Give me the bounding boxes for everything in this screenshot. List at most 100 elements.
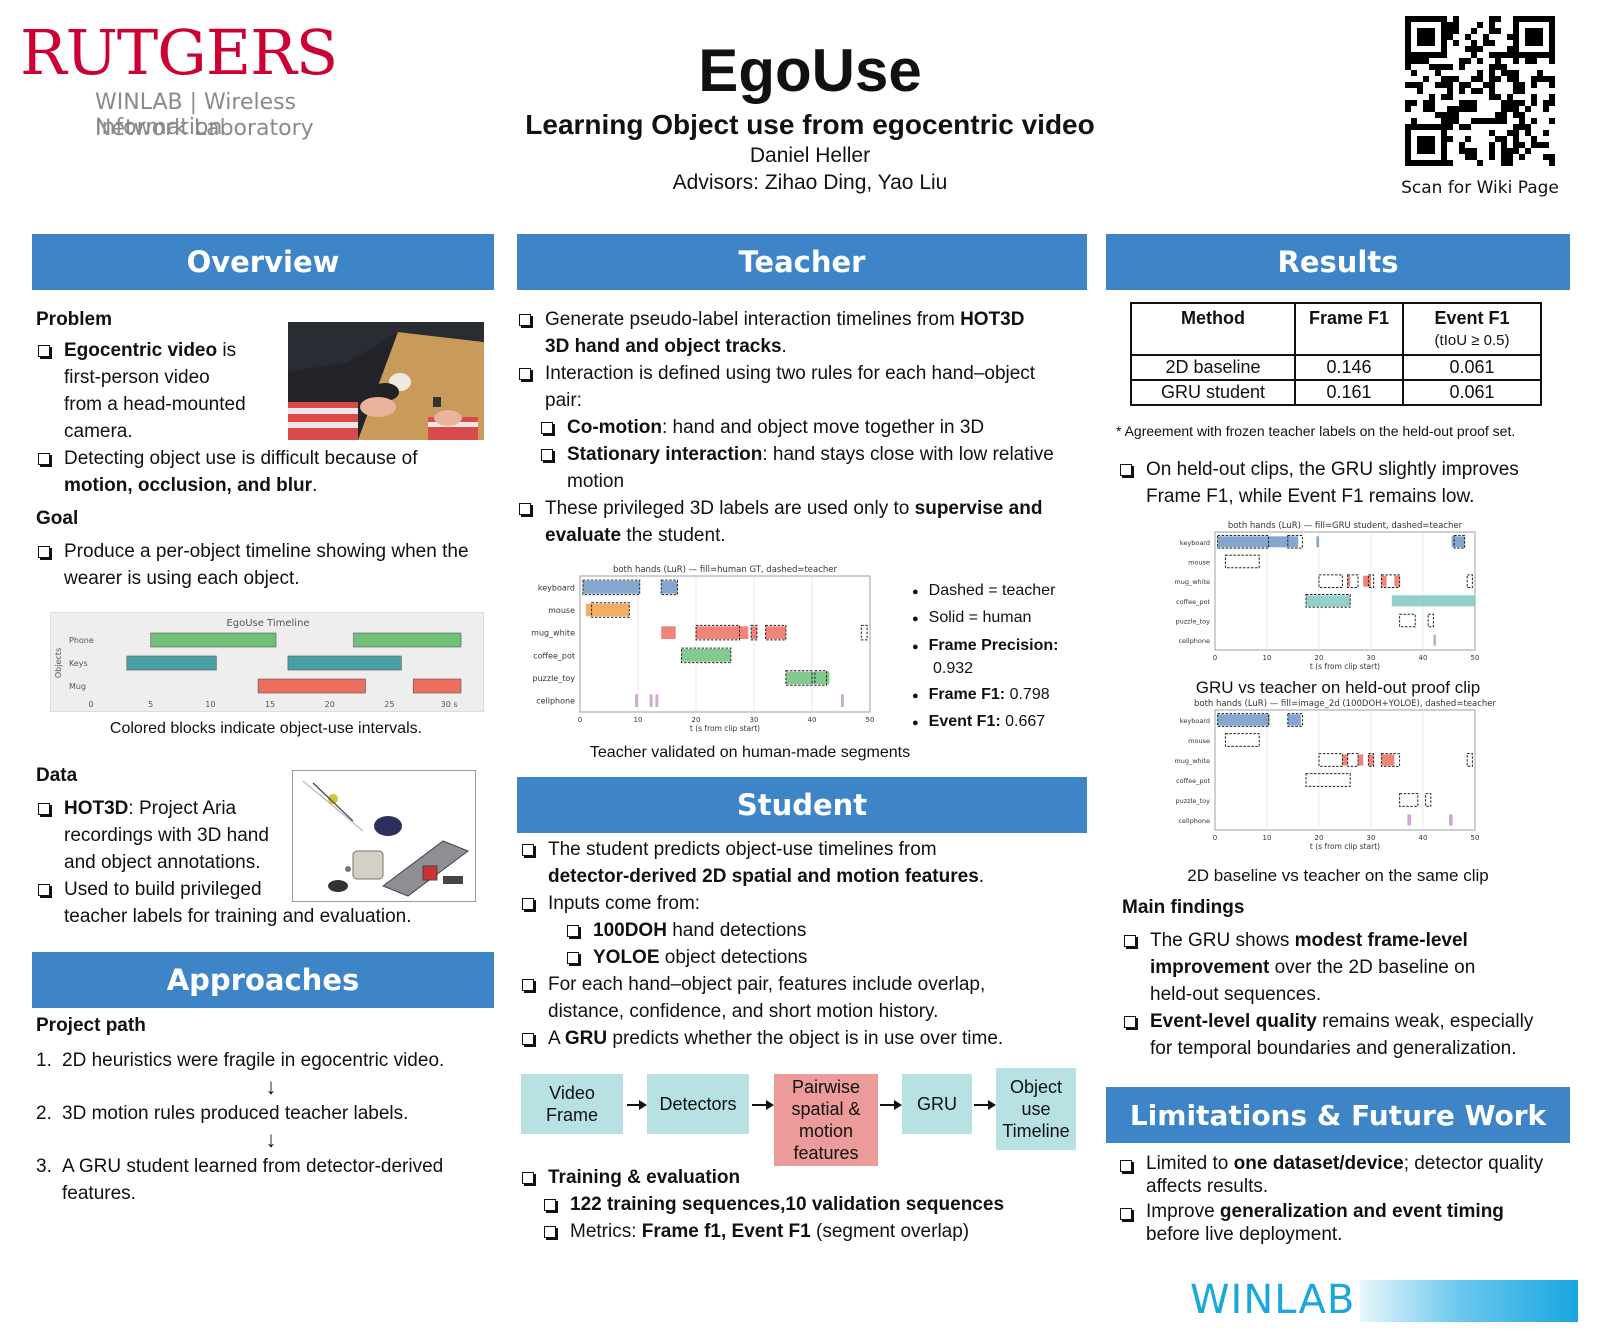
qr-module xyxy=(1489,52,1495,58)
chart-row-label: keyboard xyxy=(1180,717,1210,725)
chart-xtick: 20 xyxy=(1315,654,1324,662)
qr-module xyxy=(1513,112,1519,118)
data-bullet-1: HOT3D: Project Aria recordings with 3D h… xyxy=(36,795,496,876)
chart-xtick: 20 xyxy=(692,716,701,724)
qr-module xyxy=(1489,142,1495,148)
timeline-xtick: 0 xyxy=(88,700,93,709)
qr-module xyxy=(1543,76,1549,82)
chart-fill-segment xyxy=(1217,714,1270,726)
qr-module xyxy=(1405,64,1411,70)
timeline-interval xyxy=(257,678,366,694)
qr-module xyxy=(1459,82,1465,88)
qr-module xyxy=(1489,16,1495,22)
chart-dashed-segment xyxy=(1287,535,1303,549)
qr-module xyxy=(1441,82,1447,88)
qr-module xyxy=(1519,118,1525,124)
qr-module xyxy=(1531,58,1537,64)
student-content: The student predicts object-use timeline… xyxy=(520,836,1090,1052)
gru-vs-teacher-chart: both hands (LuR) — fill=GRU student, das… xyxy=(1174,521,1490,677)
qr-module xyxy=(1465,148,1471,154)
chart-xtick: 30 xyxy=(1367,834,1376,842)
findings-content: Main findings The GRU shows modest frame… xyxy=(1122,894,1582,1062)
qr-module xyxy=(1465,34,1471,40)
qr-module xyxy=(1507,100,1513,106)
legend-solid: ●Solid = human xyxy=(912,609,1032,626)
chart-fill-segment xyxy=(585,603,630,617)
qr-module xyxy=(1549,94,1555,100)
chart-row-label: puzzle_toy xyxy=(1176,618,1211,626)
chart-dashed-segment xyxy=(660,579,678,596)
rule-co-motion: Co-motion: hand and object move together… xyxy=(539,414,1087,441)
winlab-wordmark: WINLAB xyxy=(1190,1277,1356,1323)
qr-module xyxy=(1483,40,1489,46)
results-bullet-1: On held-out clips, the GRU slightly impr… xyxy=(1118,456,1578,510)
qr-module xyxy=(1549,100,1555,106)
qr-module xyxy=(1495,118,1501,124)
chart-dashed-segment xyxy=(1425,793,1432,807)
qr-module xyxy=(1525,58,1531,64)
metric-frame-f1: ●Frame F1: 0.798 xyxy=(912,686,1050,703)
input-yoloe: YOLOE object detections xyxy=(565,944,1090,971)
timeline-row-label: Keys xyxy=(69,659,88,668)
qr-module xyxy=(1495,64,1501,70)
qr-module xyxy=(1453,16,1459,22)
approaches-heading: Approaches xyxy=(32,952,494,1008)
qr-module xyxy=(1477,118,1483,124)
flow-pairwise-features: Pairwise spatial & motion features xyxy=(774,1074,878,1166)
qr-module xyxy=(1411,58,1417,64)
chart-dashed-segment xyxy=(765,624,787,641)
qr-module xyxy=(1549,82,1555,88)
goal-bullet: Produce a per-object timeline showing wh… xyxy=(36,538,496,592)
qr-module xyxy=(1465,82,1471,88)
chart-xtick: 50 xyxy=(1471,834,1480,842)
qr-module xyxy=(1543,130,1549,136)
chart-row-label: puzzle_toy xyxy=(1176,797,1211,805)
training-sequences: 122 training sequences,10 validation seq… xyxy=(542,1191,1090,1218)
qr-module xyxy=(1453,40,1459,46)
rule-stationary: Stationary interaction: hand stays close… xyxy=(539,441,1087,495)
qr-module xyxy=(1489,148,1495,154)
qr-module xyxy=(1525,106,1531,112)
chart-xtick: 20 xyxy=(1315,834,1324,842)
qr-module xyxy=(1471,88,1477,94)
poster-subtitle: Learning Object use from egocentric vide… xyxy=(525,109,1095,140)
flow-arrow-3 xyxy=(880,1100,902,1110)
qr-module xyxy=(1543,154,1549,160)
winlab-footer-logo: WINLAB xyxy=(1190,1278,1580,1322)
qr-module xyxy=(1441,112,1447,118)
qr-module xyxy=(1549,58,1555,64)
qr-finder xyxy=(1525,28,1543,46)
baseline-chart-caption: 2D baseline vs teacher on the same clip xyxy=(1187,866,1489,885)
qr-module xyxy=(1471,154,1477,160)
chart-fill-segment xyxy=(655,694,659,708)
chart-dashed-segment xyxy=(1427,613,1434,628)
chart-dashed-segment xyxy=(582,579,641,596)
qr-module xyxy=(1513,142,1519,148)
chart-fill-segment xyxy=(1394,575,1400,587)
qr-module xyxy=(1429,64,1435,70)
qr-module xyxy=(1513,106,1519,112)
qr-module xyxy=(1447,82,1453,88)
qr-module xyxy=(1465,46,1471,52)
timeline-row-label: Mug xyxy=(69,682,86,691)
chart-dashed-segment xyxy=(1367,574,1375,588)
qr-module xyxy=(1495,16,1501,22)
qr-module xyxy=(1417,58,1423,64)
qr-module xyxy=(1453,112,1459,118)
qr-module xyxy=(1447,64,1453,70)
qr-module xyxy=(1447,160,1453,166)
qr-module xyxy=(1543,106,1549,112)
qr-module xyxy=(1417,82,1423,88)
qr-module xyxy=(1435,64,1441,70)
teacher-heading: Teacher xyxy=(517,234,1087,290)
qr-module xyxy=(1423,76,1429,82)
qr-module xyxy=(1471,28,1477,34)
table-row: GRU student 0.161 0.061 xyxy=(1130,379,1542,406)
qr-module xyxy=(1519,112,1525,118)
chart-xtick: 0 xyxy=(578,716,582,724)
qr-module xyxy=(1489,40,1495,46)
qr-module xyxy=(1435,82,1441,88)
qr-code[interactable] xyxy=(1405,16,1555,166)
